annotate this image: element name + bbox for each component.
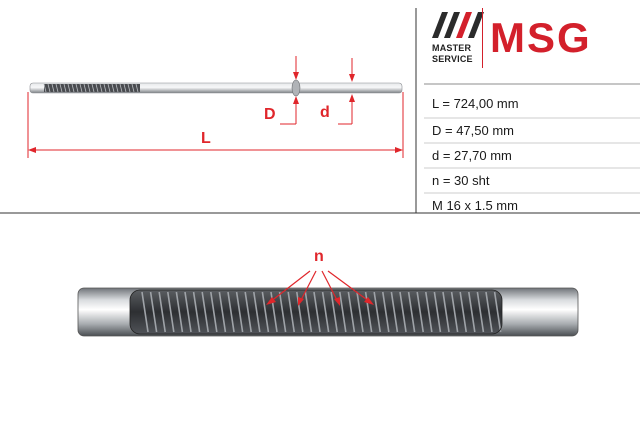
label-n: n [314,248,324,265]
rack-tooth [459,291,467,333]
rack-tooth [485,291,493,333]
label-L: L [201,130,211,147]
rack-tooth [304,291,313,333]
spec-small-diameter: d = 27,70 mm [432,148,512,163]
rack-tooth [330,291,338,333]
rack-tooth [425,291,433,333]
rack-tooth [356,291,364,333]
rack-rod-small [29,79,403,97]
rack-tooth [390,291,399,333]
spec-teeth-count: n = 30 sht [432,173,490,188]
rack-tooth [416,291,424,333]
rack-tooth [201,291,209,333]
brand-wordmark: MSG [490,14,592,61]
master-service-icon [432,12,484,38]
brand-line2: SERVICE [432,54,473,64]
rack-collar [291,79,301,97]
rack-tooth [192,291,201,333]
rack-tooth [141,291,149,333]
rack-tooth [433,291,442,333]
rack-tooth [442,291,450,333]
brand-line1: MASTER [432,43,472,53]
logo-divider [482,8,483,68]
rack-tooth [407,291,416,333]
rack-tooth [218,291,227,333]
rack-tooth [493,291,502,333]
rack-tooth [313,291,321,333]
rack-tooth [175,291,184,333]
rack-tooth [476,291,485,333]
rack-tooth [158,291,166,333]
rack-tooth [210,291,218,333]
rack-tooth [227,291,235,333]
rack-tooth [253,291,261,333]
rack-tooth [184,291,192,333]
rack-tooth [261,291,270,333]
rack-teeth-small [43,83,140,93]
rack-tooth [364,291,373,333]
spec-big-diameter: D = 47,50 mm [432,123,515,138]
label-d: d [320,104,330,121]
rack-tooth [468,291,476,333]
rack-tooth [347,291,356,333]
rack-tooth [278,291,287,333]
rack-tooth [382,291,390,333]
rack-tooth [149,291,158,333]
dimension-d [338,58,355,125]
dimension-D [280,56,299,125]
rack-closeup [77,287,579,337]
brand-logo: MASTER SERVICE MSG [424,8,634,74]
rack-tooth [296,291,304,333]
rack-tooth [339,291,347,333]
rack-tooth [167,291,175,333]
rack-tooth [399,291,407,333]
spec-length: L = 724,00 mm [432,96,519,111]
rack-tooth [244,291,252,333]
label-D: D [264,106,276,123]
rack-tooth [373,291,381,333]
rack-tooth [235,291,244,333]
dimension-L [27,92,404,158]
rack-tooth [321,291,330,333]
spec-thread: M 16 x 1.5 mm [432,198,518,213]
teeth-pointer-arrows [266,270,374,306]
rack-teeth-closeup [141,291,502,333]
rack-tooth [450,291,459,333]
rack-tooth [287,291,295,333]
